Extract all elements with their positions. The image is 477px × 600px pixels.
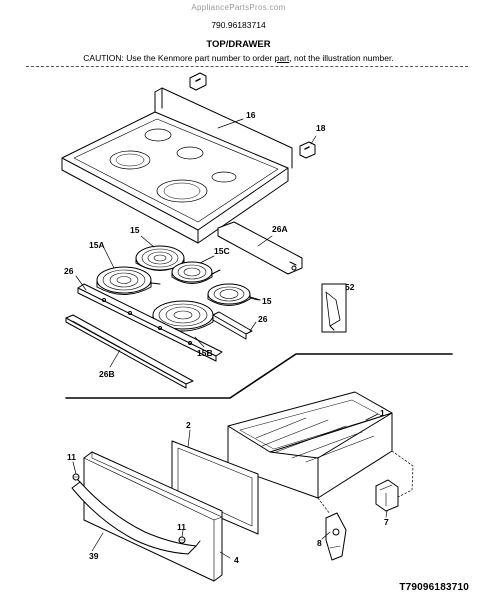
burner-15A <box>96 266 161 295</box>
screw-11-bottom <box>178 536 186 544</box>
callout-2: 2 <box>186 420 191 430</box>
hinge-bracket-left <box>189 72 207 91</box>
callout-15A: 15A <box>89 240 105 250</box>
callout-8: 8 <box>317 538 322 548</box>
diagram-code: T79096183710 <box>399 582 469 593</box>
callout-18: 18 <box>316 123 326 133</box>
callout-7: 7 <box>384 517 389 527</box>
page-title: TOP/DRAWER <box>206 39 271 50</box>
caution-suffix: , not the illustration number. <box>289 53 394 63</box>
callout-15-right: 15 <box>262 296 272 306</box>
bracket-26A <box>217 221 303 275</box>
callout-15B: 15B <box>197 348 213 358</box>
caution-note: CAUTION: Use the Kenmore part number to … <box>0 53 477 63</box>
section-divider <box>65 353 453 399</box>
callout-15-top: 15 <box>130 225 140 235</box>
caution-part-link: part <box>274 53 290 63</box>
rail-26B <box>65 314 194 389</box>
hinge-bracket-right <box>299 141 316 159</box>
drawer-bracket-7 <box>375 479 399 512</box>
callout-11-bottom: 11 <box>177 522 186 532</box>
callout-52: 52 <box>345 282 355 292</box>
burner-15B <box>152 300 214 332</box>
site-watermark: AppliancePartsPros.com <box>191 3 286 12</box>
burner-15-top <box>135 245 185 271</box>
switch-52 <box>321 283 347 333</box>
callout-11-top: 11 <box>67 452 76 462</box>
burner-15-right <box>207 283 261 306</box>
callout-26A: 26A <box>272 224 288 234</box>
callout-15C: 15C <box>214 246 230 256</box>
callout-4: 4 <box>234 555 239 565</box>
callout-16: 16 <box>246 110 256 120</box>
header-divider <box>26 66 468 67</box>
caution-prefix: CAUTION: Use the Kenmore part number to … <box>83 53 275 63</box>
cooktop-top <box>61 87 293 244</box>
drawer-panel-frame <box>171 440 259 535</box>
leader-lines <box>72 118 414 559</box>
burner-15C <box>171 261 221 284</box>
callout-26B: 26B <box>99 369 115 379</box>
screw-11-top <box>72 473 80 481</box>
rail-26-right <box>212 311 253 340</box>
callout-26-left: 26 <box>64 266 74 276</box>
callout-39: 39 <box>89 551 99 561</box>
model-number: 790.96183714 <box>211 20 266 30</box>
drawer-roller-8 <box>325 512 347 561</box>
rail-26-left <box>77 283 223 362</box>
callout-26-right: 26 <box>258 314 268 324</box>
callout-1: 1 <box>380 408 385 418</box>
